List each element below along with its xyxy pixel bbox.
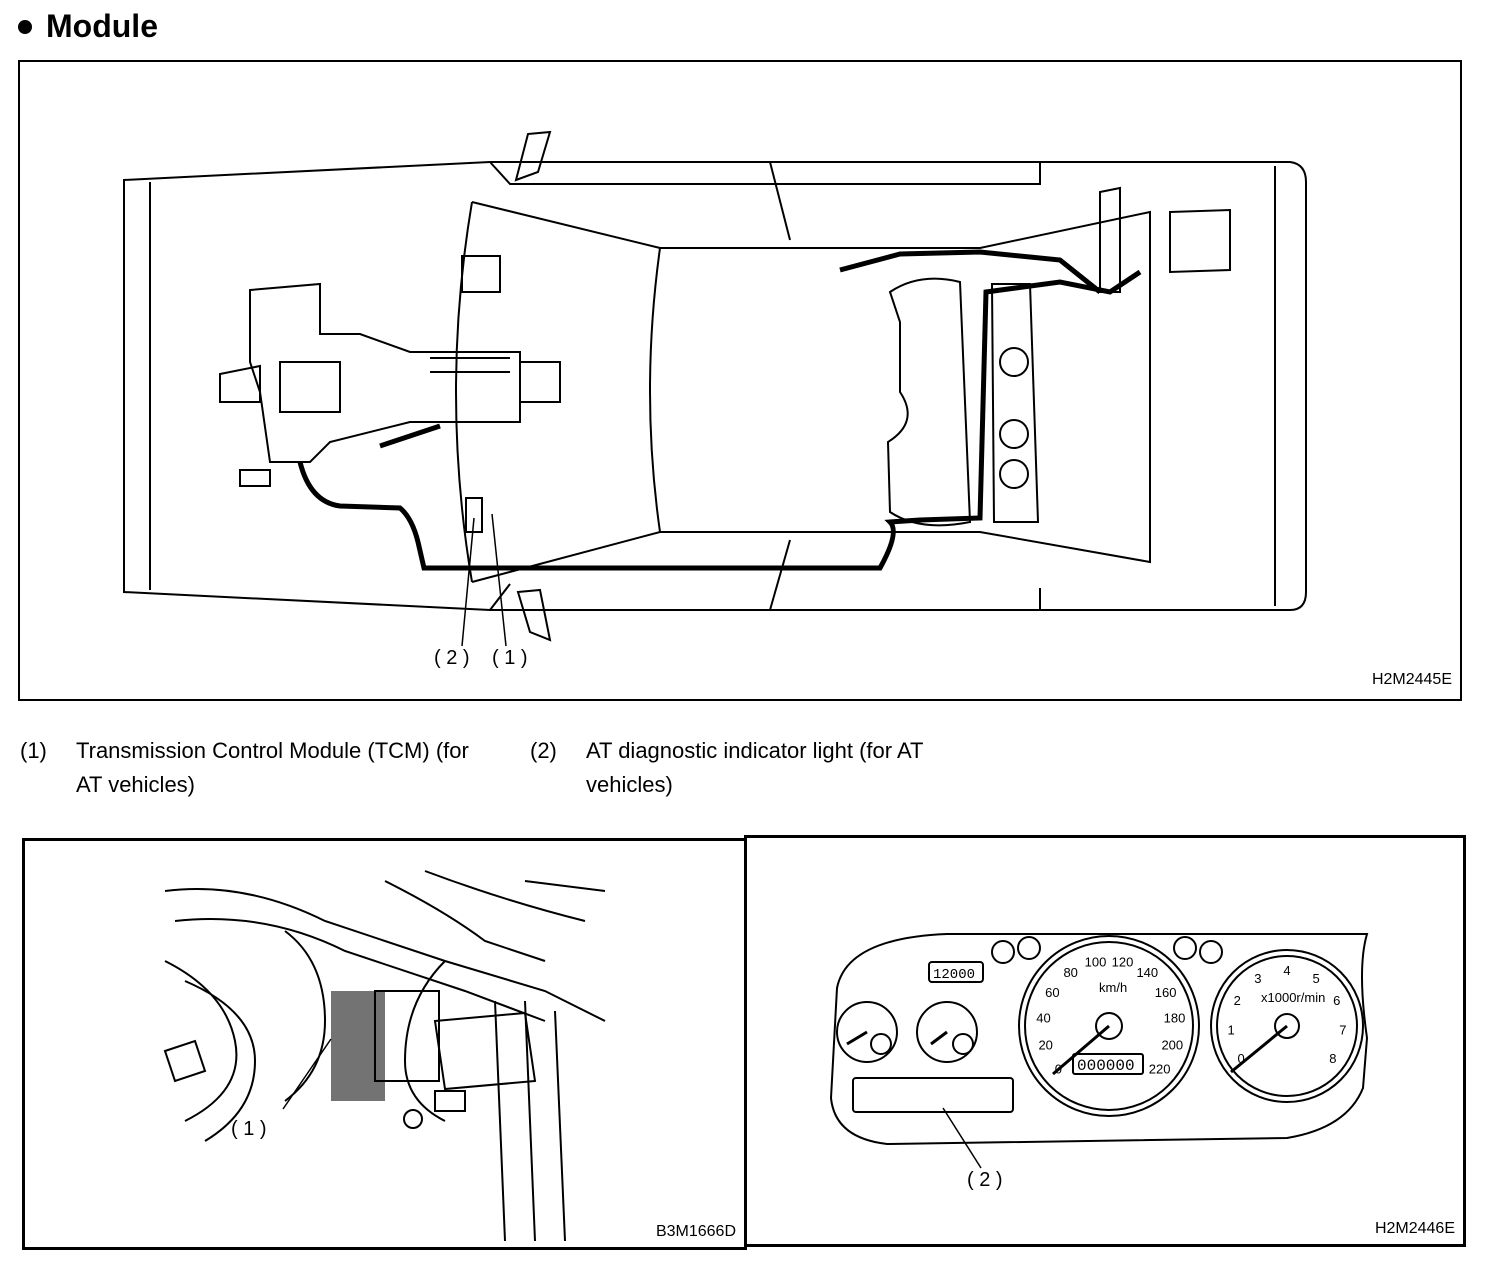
section-heading: Module	[18, 8, 158, 45]
callout-1-tcm: ( 1 )	[231, 1118, 267, 1140]
speed-unit: km/h	[1099, 980, 1127, 995]
speed-tick-label: 120	[1112, 954, 1134, 969]
callout-1-top: ( 1 )	[492, 647, 528, 669]
figure-code-bottom-left: B3M1666D	[655, 1223, 736, 1240]
legend-number: (1)	[20, 738, 47, 763]
top-figure-frame: ( 2 ) ( 1 ) H2M2445E	[18, 60, 1462, 701]
tach-tick-label: 5	[1312, 971, 1319, 986]
figure-code-bottom-right: H2M2446E	[1374, 1220, 1455, 1237]
legend-text: Transmission Control Module (TCM) (for A…	[76, 738, 469, 797]
speed-tick-label: 60	[1045, 985, 1059, 1000]
car-wiring-diagram: ( 2 ) ( 1 )	[123, 130, 1307, 669]
tach-tick-label: 2	[1234, 993, 1241, 1008]
tach-tick-label: 4	[1283, 963, 1290, 978]
speed-tick-label: 180	[1164, 1011, 1186, 1026]
tach-tick-label: 3	[1254, 971, 1261, 986]
tcm-location-figure: ( 1 ) B3M1666D	[22, 838, 747, 1250]
heading-text: Module	[46, 8, 158, 44]
speed-tick-label: 80	[1063, 965, 1077, 980]
speed-tick-label: 200	[1161, 1038, 1183, 1053]
speed-tick-label: 20	[1038, 1038, 1052, 1053]
tach-tick-label: 7	[1339, 1023, 1346, 1038]
tach-tick-label: 8	[1329, 1051, 1336, 1066]
tach-tick-label: 6	[1333, 993, 1340, 1008]
tach-tick-label: 0	[1237, 1051, 1244, 1066]
legend-text: AT diagnostic indicator light (for AT ve…	[586, 738, 924, 797]
odometer-display: 000000	[1077, 1057, 1135, 1075]
tach-unit: x1000r/min	[1261, 990, 1325, 1005]
callout-2-top: ( 2 )	[434, 647, 470, 669]
tcm-module-shape	[331, 991, 385, 1101]
speed-tick-label: 0	[1055, 1061, 1062, 1076]
bullet-icon	[18, 19, 32, 34]
callout-2-meter: ( 2 )	[967, 1169, 1003, 1191]
speed-tick-label: 40	[1036, 1011, 1050, 1026]
speed-tick-label: 100	[1085, 954, 1107, 969]
tcm-illustration: ( 1 )	[163, 870, 606, 1242]
tach-tick-label: 1	[1227, 1023, 1234, 1038]
speed-tick-label: 220	[1149, 1061, 1171, 1076]
speed-tick-label: 160	[1155, 985, 1177, 1000]
legend-item-2: (2) AT diagnostic indicator light (for A…	[530, 734, 1010, 804]
trip-display: 12000	[933, 967, 975, 983]
speed-tick-label: 140	[1136, 965, 1158, 980]
figure-code-top: H2M2445E	[1371, 671, 1452, 688]
legend-item-1: (1) Transmission Control Module (TCM) (f…	[20, 734, 500, 804]
legend-number: (2)	[530, 738, 557, 763]
